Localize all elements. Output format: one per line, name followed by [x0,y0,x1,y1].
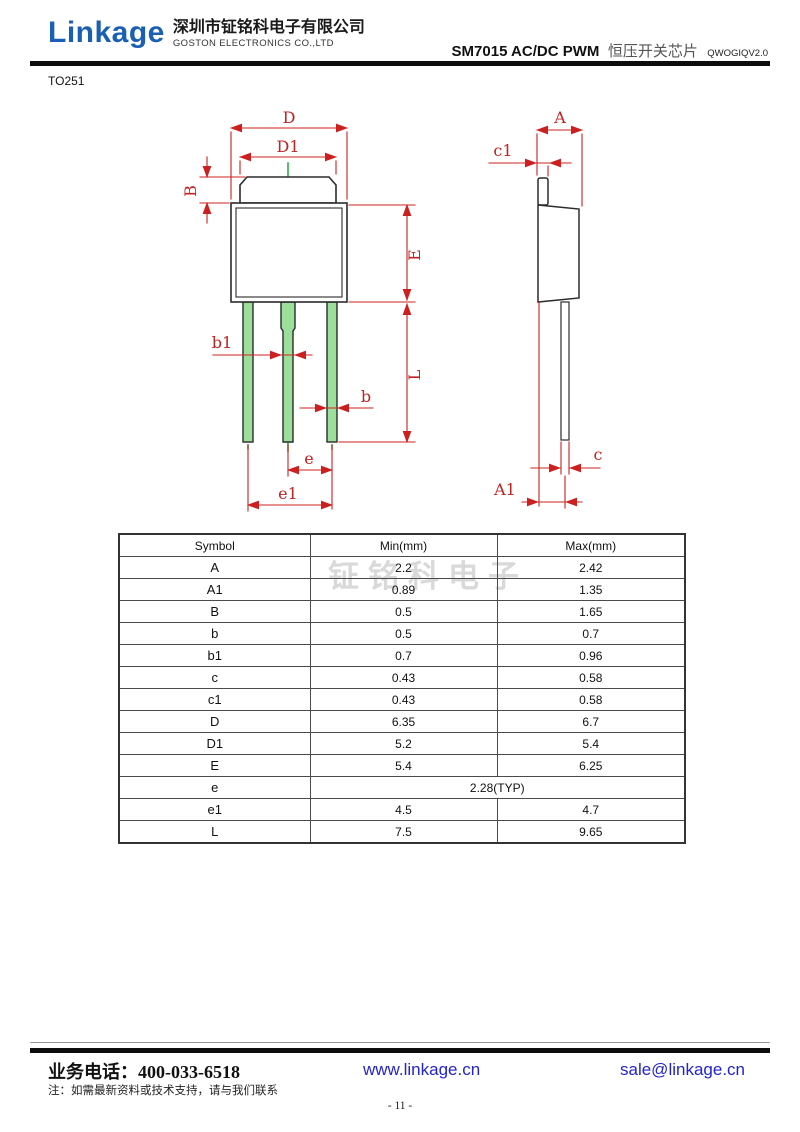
front-dimension-lines [199,123,416,512]
cell-symbol: A1 [118,578,311,601]
dim-label-b1: b1 [212,333,232,352]
header-logo-block: Linkage 深圳市钲铭科电子有限公司 GOSTON ELECTRONICS … [48,16,365,50]
cell-min: 5.4 [309,754,498,777]
cell-symbol: L [118,820,311,844]
cell-max: 2.42 [496,556,686,579]
cell-min: 0.43 [309,666,498,689]
cell-max: 9.65 [496,820,686,844]
cell-max: 0.96 [496,644,686,667]
cell-min: 0.89 [309,578,498,601]
doc-title-version: QWOGIQV2.0 [707,48,768,59]
footer-email-link[interactable]: sale@linkage.cn [620,1060,745,1079]
cell-max: 4.7 [496,798,686,821]
cell-max: 6.7 [496,710,686,733]
company-names: 深圳市钲铭科电子有限公司 GOSTON ELECTRONICS CO.,LTD [173,18,365,50]
leads [242,301,338,443]
dim-label-c: c [594,445,603,464]
cell-symbol: B [118,600,311,623]
company-name-cn: 深圳市钲铭科电子有限公司 [172,19,365,36]
cell-symbol: b [118,622,311,645]
cell-min: 0.5 [309,622,498,645]
header-divider [30,61,770,66]
dim-label-A1: A1 [493,480,516,499]
cell-max: 6.25 [496,754,686,777]
cell-min: 0.5 [309,600,498,623]
cell-symbol: c [118,666,311,689]
col-header-min: Min(mm) [309,533,498,557]
cell-min: 0.43 [309,688,498,711]
dim-label-b: b [361,387,371,406]
cell-symbol: D [118,710,311,733]
cell-symbol: c1 [118,688,311,711]
cell-max: 5.4 [496,732,686,755]
cell-typ-value: 2.28(TYP) [309,776,686,799]
cell-min: 0.7 [309,644,498,667]
linkage-logo: Linkage [48,16,165,49]
dim-label-E: E [405,249,424,261]
dim-label-A: A [553,108,566,127]
page-number: - 11 - [387,1100,413,1112]
dim-label-c1: c1 [493,141,512,160]
cell-symbol: A [118,556,311,579]
dim-label-D1: D1 [276,137,299,156]
dim-label-B: B [181,185,200,197]
package-body-front [230,176,348,303]
dim-label-D: D [283,108,296,127]
package-drawing: D D1 B E L b1 b e e1 [181,108,603,512]
package-name-label: TO251 [48,74,85,88]
cell-min: 7.5 [309,820,498,844]
col-header-max: Max(mm) [496,533,686,557]
cell-max: 0.58 [496,688,686,711]
cell-symbol: b1 [118,644,311,667]
footer-phone: 业务电话：400-033-6518 [48,1062,240,1082]
dim-label-e1: e1 [278,484,298,503]
cell-symbol: e1 [118,798,311,821]
cell-symbol: E [118,754,311,777]
cell-min: 5.2 [309,732,498,755]
doc-title-cn: 恒压开关芯片 [607,43,698,60]
cell-min: 6.35 [309,710,498,733]
cell-symbol: D1 [118,732,311,755]
cell-max: 1.35 [496,578,686,601]
company-name-en: GOSTON ELECTRONICS CO.,LTD [172,38,334,49]
dim-label-L: L [405,369,424,380]
doc-title-model: SM7015 AC/DC PWM [451,43,600,60]
dim-label-e: e [304,449,313,468]
cell-max: 0.7 [496,622,686,645]
cell-symbol: e [118,776,311,799]
package-body-side [537,177,580,441]
footer-divider [30,1048,770,1053]
cell-min: 2.2 [309,556,498,579]
cell-min: 4.5 [309,798,498,821]
footer-thin-divider [30,1042,770,1043]
front-view: D D1 B E L b1 b e e1 [181,108,424,512]
col-header-symbol: Symbol [118,533,311,557]
table-header-row: Symbol Min(mm) Max(mm) [118,533,686,557]
doc-title: SM7015 AC/DC PWM 恒压开关芯片 QWOGIQV2.0 [452,40,768,61]
footer-website-link[interactable]: www.linkage.cn [363,1060,481,1079]
side-view: A c1 c A1 [488,108,603,509]
side-dimension-lines [488,125,601,509]
cell-max: 0.58 [496,666,686,689]
footer-note: 注：如需最新资料或技术支持，请与我们联系 [48,1085,278,1097]
cell-max: 1.65 [496,600,686,623]
